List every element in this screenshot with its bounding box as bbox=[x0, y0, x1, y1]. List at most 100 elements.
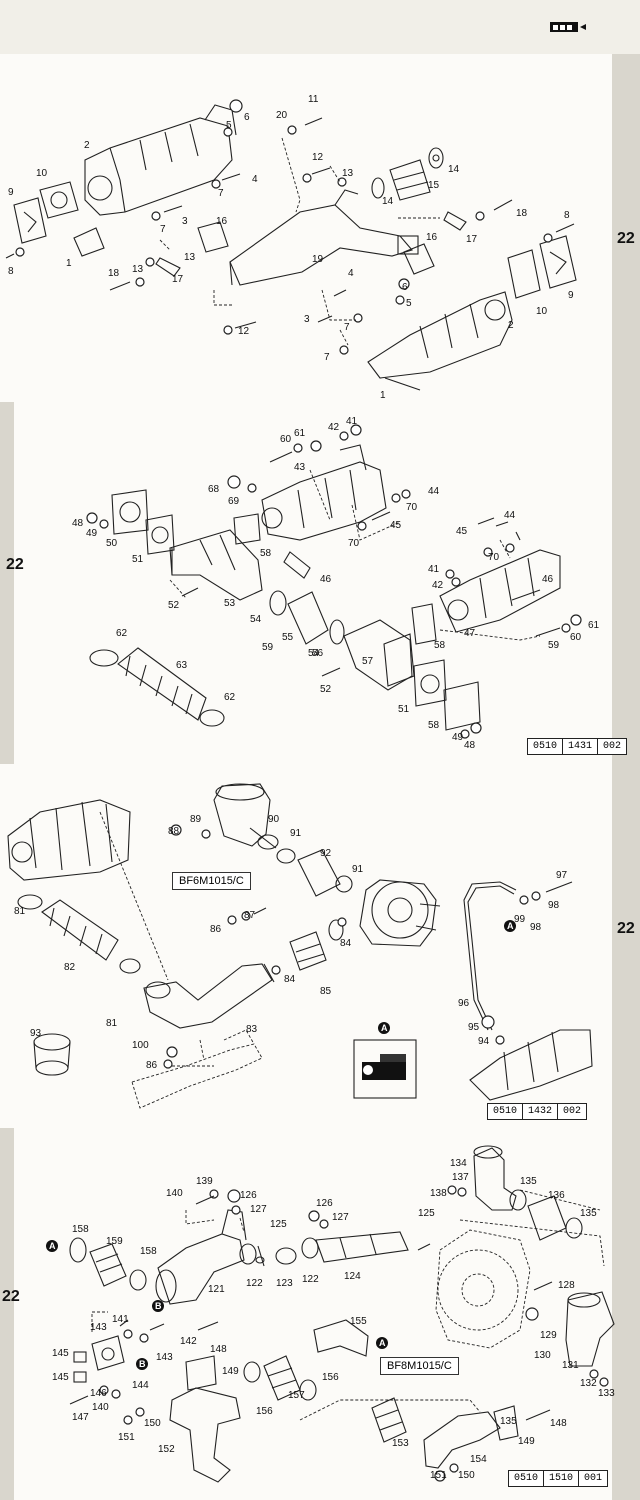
part-number: 10 bbox=[36, 168, 48, 179]
leaders-s2 bbox=[169, 469, 541, 641]
part-number: 1 bbox=[66, 258, 72, 269]
part-number: 149 bbox=[518, 1436, 535, 1447]
part-number: 7 bbox=[344, 322, 350, 333]
fasteners-s2 bbox=[86, 424, 582, 739]
manifold-s3-right bbox=[469, 1029, 593, 1101]
part-number: 155 bbox=[350, 1316, 367, 1327]
part-number: 8 bbox=[564, 210, 570, 221]
section-tab-3: 22 bbox=[617, 920, 635, 937]
section-tab-4: 22 bbox=[2, 1288, 20, 1305]
part-number: 84 bbox=[284, 974, 296, 985]
part-number: 59 bbox=[262, 642, 274, 653]
code-part: 001 bbox=[578, 1471, 607, 1486]
pipe-152 bbox=[169, 1355, 241, 1483]
elbow-131 bbox=[565, 1291, 615, 1367]
callout-b-1-text: B bbox=[155, 1301, 162, 1311]
part-number: 20 bbox=[276, 110, 288, 121]
part-number: 7 bbox=[218, 188, 224, 199]
oil-line-96 bbox=[463, 881, 517, 1031]
part-number: 134 bbox=[450, 1158, 467, 1169]
code-part: 002 bbox=[557, 1104, 586, 1119]
part-number: 95 bbox=[468, 1022, 480, 1033]
part-number: 44 bbox=[504, 510, 516, 521]
part-number: 143 bbox=[156, 1352, 173, 1363]
part-number: 61 bbox=[294, 428, 306, 439]
code-part: 1510 bbox=[543, 1471, 578, 1486]
part-number: 146 bbox=[90, 1388, 107, 1399]
part-number: 4 bbox=[348, 268, 354, 279]
hose-153 bbox=[371, 1397, 407, 1443]
part-number: 157 bbox=[288, 1390, 305, 1401]
part-number: 16 bbox=[426, 232, 438, 243]
part-number: 140 bbox=[92, 1402, 109, 1413]
part-number: 158 bbox=[140, 1246, 157, 1257]
code-part: 0510 bbox=[493, 1106, 518, 1117]
part-number: 91 bbox=[290, 828, 302, 839]
part-number: 58 bbox=[434, 640, 446, 651]
part-number: 100 bbox=[132, 1040, 149, 1051]
part-number: 129 bbox=[540, 1330, 557, 1341]
part-number: 58 bbox=[428, 720, 440, 731]
leaders-s3 bbox=[99, 811, 214, 1067]
part-number: 90 bbox=[268, 814, 280, 825]
part-number: 99 bbox=[514, 914, 526, 925]
y-pipe-19 bbox=[229, 189, 419, 286]
part-number: 135 bbox=[500, 1416, 517, 1427]
callout-a-1-text: A bbox=[507, 921, 514, 931]
part-number: 124 bbox=[344, 1271, 361, 1282]
part-number: 2 bbox=[508, 320, 514, 331]
part-number: 9 bbox=[8, 187, 14, 198]
part-number: 140 bbox=[166, 1188, 183, 1199]
part-number: 88 bbox=[168, 826, 180, 837]
flange-left-s2 bbox=[111, 489, 175, 555]
part-number: 137 bbox=[452, 1172, 469, 1183]
part-number: 4 bbox=[252, 174, 258, 185]
part-number: 84 bbox=[340, 938, 352, 949]
part-number: 41 bbox=[428, 564, 440, 575]
manifold-upper-s2 bbox=[261, 444, 387, 541]
part-number: 9 bbox=[568, 290, 574, 301]
part-number: 18 bbox=[108, 268, 120, 279]
part-number: 62 bbox=[116, 628, 128, 639]
code-part: 002 bbox=[597, 739, 626, 754]
part-number: 142 bbox=[180, 1336, 197, 1347]
part-number: 63 bbox=[176, 660, 188, 671]
part-number: 121 bbox=[208, 1284, 225, 1295]
part-number: 54 bbox=[308, 648, 320, 659]
flange-lower-s2 bbox=[413, 659, 481, 731]
pipe-83 bbox=[143, 963, 275, 1029]
left-strip-2 bbox=[0, 402, 14, 764]
part-number: 19 bbox=[312, 254, 324, 265]
tool-box-a bbox=[353, 1039, 417, 1099]
part-number: 135 bbox=[520, 1176, 537, 1187]
part-number: 2 bbox=[84, 140, 90, 151]
callout-a-3-text: A bbox=[49, 1241, 56, 1251]
part-number: 98 bbox=[548, 900, 560, 911]
engine-icon bbox=[550, 22, 586, 32]
part-number: 8 bbox=[8, 266, 14, 277]
part-number: 1 bbox=[380, 390, 386, 401]
part-number: 86 bbox=[146, 1060, 158, 1071]
part-number: 6 bbox=[402, 282, 408, 293]
part-number: 3 bbox=[182, 216, 188, 227]
part-number: 92 bbox=[320, 848, 332, 859]
callout-a-2-text: A bbox=[381, 1023, 388, 1033]
part-number: 10 bbox=[536, 306, 548, 317]
part-number: 14 bbox=[382, 196, 394, 207]
code-part: 0510 bbox=[533, 741, 558, 752]
part-number: 126 bbox=[316, 1198, 333, 1209]
part-number: 159 bbox=[106, 1236, 123, 1247]
part-number: 15 bbox=[428, 180, 440, 191]
part-number: 151 bbox=[430, 1470, 447, 1481]
callout-a-3 bbox=[46, 1240, 58, 1252]
part-number: 44 bbox=[428, 486, 440, 497]
part-number: 133 bbox=[598, 1388, 615, 1399]
part-number: 122 bbox=[302, 1274, 319, 1285]
callout-a-4 bbox=[376, 1337, 388, 1349]
part-number: 52 bbox=[320, 684, 332, 695]
part-number: 97 bbox=[556, 870, 568, 881]
part-number: 149 bbox=[222, 1366, 239, 1377]
fasteners-s1 bbox=[5, 99, 575, 355]
elbow-134 bbox=[473, 1145, 517, 1211]
